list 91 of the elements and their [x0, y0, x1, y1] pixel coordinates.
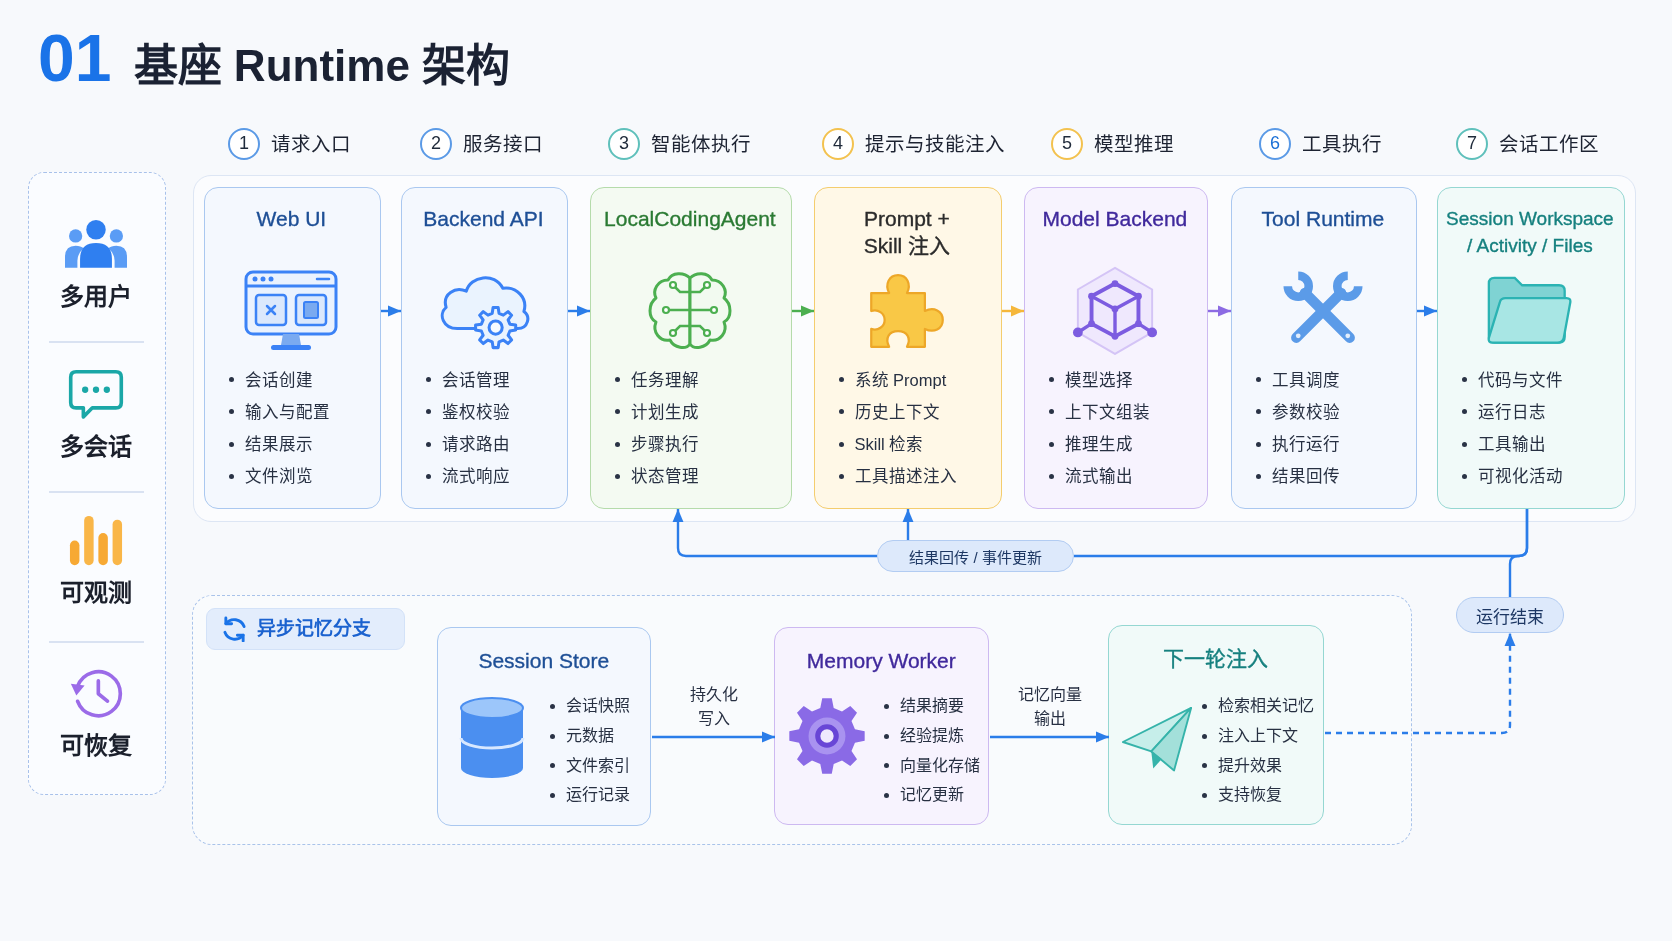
- step-number: 5: [1050, 127, 1083, 160]
- arrow: [1002, 305, 1024, 317]
- arrow: [1417, 305, 1437, 317]
- dashed-group: [192, 595, 1412, 845]
- step-label: 工具执行: [1301, 131, 1382, 157]
- bullet-item: 可视化活动: [1459, 465, 1563, 488]
- step-number: 6: [1258, 127, 1291, 160]
- bullet-item: 结果回传: [1253, 465, 1340, 488]
- bullet-item: 请求路由: [423, 433, 510, 456]
- bullet-item: 代码与文件: [1459, 368, 1563, 391]
- bullet-item: 向量化存储: [882, 754, 981, 777]
- bullet-item: 文件索引: [548, 754, 631, 777]
- bullet-item: 状态管理: [612, 465, 699, 488]
- card-title: Backend API: [423, 205, 544, 232]
- card-title: Session Store: [478, 648, 610, 675]
- bullet-item: 模型选择: [1046, 368, 1133, 391]
- arrow: [990, 731, 1109, 743]
- card-title: Session Workspace / Activity / Files: [1445, 206, 1615, 258]
- feature-label: 可观测: [60, 578, 133, 608]
- feature-sidebar: [28, 172, 166, 795]
- bullet-item: 结果摘要: [882, 695, 965, 718]
- bullet-item: 结果展示: [226, 433, 313, 456]
- arrow: [672, 509, 877, 558]
- bullet-item: 工具调度: [1253, 368, 1340, 391]
- bullet-item: 文件浏览: [226, 465, 313, 488]
- arrow: [902, 509, 914, 540]
- bullet-item: 会话快照: [548, 695, 631, 718]
- bullet-item: 注入上下文: [1200, 725, 1299, 748]
- step-number: 1: [227, 127, 260, 160]
- bullet-item: 上下文组装: [1046, 400, 1150, 423]
- bullet-item: 经验提炼: [882, 725, 965, 748]
- bullet-item: 计划生成: [612, 400, 699, 423]
- bullet-item: 工具输出: [1459, 433, 1546, 456]
- step-label: 请求入口: [270, 131, 351, 157]
- card-title: 下一轮注入: [1163, 646, 1269, 673]
- step-label: 提示与技能注入: [864, 131, 1005, 157]
- bullet-item: 记忆更新: [882, 784, 965, 807]
- step-label: 模型推理: [1093, 131, 1174, 157]
- bullet-item: 提升效果: [1200, 754, 1283, 777]
- bullet-item: Skill 检索: [836, 433, 924, 456]
- bullet-item: 任务理解: [612, 368, 699, 391]
- bullet-item: 参数校验: [1253, 400, 1340, 423]
- bullet-item: 执行运行: [1253, 433, 1340, 456]
- step-label: 智能体执行: [650, 131, 751, 157]
- bullet-item: 会话创建: [226, 368, 313, 391]
- step-number: 4: [821, 127, 854, 160]
- card-title: LocalCodingAgent: [604, 205, 776, 232]
- bullet-item: 推理生成: [1046, 433, 1133, 456]
- bullet-item: 工具描述注入: [836, 465, 957, 488]
- step-number: 2: [419, 127, 452, 160]
- connector-line: [1508, 509, 1529, 597]
- bullet-item: 会话管理: [423, 368, 510, 391]
- bullet-item: 运行记录: [548, 784, 631, 807]
- arrow: [1208, 305, 1231, 317]
- card-title: Web UI: [256, 205, 327, 232]
- feature-label: 多用户: [60, 282, 133, 312]
- step-label: 服务接口: [462, 131, 543, 157]
- card-title: Prompt + Skill 注入: [862, 205, 952, 259]
- bullet-item: 检索相关记忆: [1200, 695, 1315, 718]
- bullet-item: 步骤执行: [612, 433, 699, 456]
- feature-label: 可恢复: [60, 731, 133, 761]
- bullet-item: 历史上下文: [836, 400, 940, 423]
- component-card: [437, 627, 652, 827]
- title: 01 基座 Runtime 架构: [38, 20, 511, 97]
- component-card: [1108, 625, 1325, 826]
- bullet-item: 系统 Prompt: [836, 368, 947, 391]
- status-pill: 运行结束: [1456, 597, 1564, 633]
- component-card: [774, 627, 990, 826]
- step-label: 会话工作区: [1498, 131, 1599, 157]
- step-number: 7: [1455, 127, 1488, 160]
- edge-label: 持久化写入: [688, 685, 739, 729]
- card-title: Tool Runtime: [1261, 205, 1385, 232]
- bullet-item: 支持恢复: [1200, 784, 1283, 807]
- section-heading: 异步记忆分支: [257, 617, 371, 641]
- bullet-item: 鉴权校验: [423, 400, 510, 423]
- edge-label: 记忆向量输出: [1016, 685, 1083, 729]
- arrow: [652, 731, 775, 743]
- arrow: [568, 305, 590, 317]
- feature-label: 多会话: [60, 432, 133, 462]
- bullet-item: 输入与配置: [226, 400, 330, 423]
- bullet-item: 运行日志: [1459, 400, 1546, 423]
- arrow: [792, 305, 814, 317]
- bullet-item: 元数据: [548, 725, 615, 748]
- arrow: [381, 305, 401, 317]
- step-number: 3: [607, 127, 640, 160]
- bullet-item: 流式响应: [423, 465, 510, 488]
- bullet-item: 流式输出: [1046, 465, 1133, 488]
- card-title: Model Backend: [1042, 205, 1188, 232]
- dashed-arrow: [1325, 633, 1516, 735]
- status-pill: 结果回传 / 事件更新: [877, 540, 1074, 572]
- card-title: Memory Worker: [806, 648, 956, 675]
